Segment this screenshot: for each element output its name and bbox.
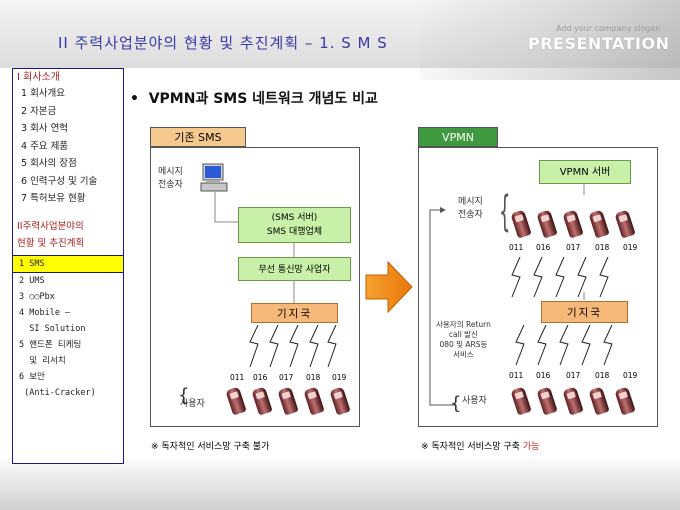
page-title: II 주력사업분야의 현황 및 추진계획 – 1. S M S: [58, 34, 388, 52]
vpmn-bottom-number-011: 011: [509, 371, 524, 380]
legacy-base-station-box: 기지국: [251, 303, 338, 323]
sidebar-item-products[interactable]: 4 주요 제품: [21, 140, 69, 152]
vpmn-server-box: VPMN 서버: [539, 160, 631, 184]
sidebar-item-ums[interactable]: 2 UMS: [19, 275, 45, 286]
svg-text:{: {: [499, 186, 510, 235]
legacy-number-019: 019: [332, 373, 347, 382]
vpmn-top-number-018: 018: [595, 243, 610, 252]
legacy-number-016: 016: [253, 373, 268, 382]
vpmn-note-highlight: 가능: [522, 442, 540, 452]
sidebar-section-business-line2: 현황 및 추진계획: [17, 237, 85, 249]
arrow-right-icon: [364, 260, 414, 318]
sidebar-section-business-line1: II주력사업분야의: [17, 220, 84, 232]
vpmn-sender-label: 메시지 전송자: [458, 197, 483, 220]
sidebar-item-mobile[interactable]: 4 Mobile –: [19, 307, 71, 318]
legacy-number-011: 011: [230, 373, 245, 382]
computer-icon: [200, 163, 230, 195]
sidebar-nav: I 회사소개 1 회사개요 2 자본금 3 회사 연혁 4 주요 제품 5 회사…: [12, 68, 124, 464]
vpmn-base-station-box: 기지국: [541, 301, 628, 323]
sidebar-item-mobile-cont[interactable]: SI Solution: [19, 323, 86, 334]
sidebar-item-history[interactable]: 3 회사 연혁: [21, 123, 69, 134]
carrier-box: 무선 통신망 사업자: [238, 257, 351, 281]
sidebar-item-overview[interactable]: 1 회사개요: [21, 88, 66, 99]
vpmn-bottom-number-017: 017: [566, 371, 581, 380]
vpmn-top-number-011: 011: [509, 243, 524, 252]
vpmn-bottom-number-018: 018: [595, 371, 610, 380]
legacy-note: ※ 독자적인 서비스망 구축 불가: [151, 442, 270, 452]
legacy-user-label: 사용자: [180, 399, 205, 409]
vpmn-bottom-number-019: 019: [623, 371, 638, 380]
legacy-number-017: 017: [279, 373, 294, 382]
sidebar-section-company[interactable]: I 회사소개: [17, 72, 60, 83]
legacy-sender-label: 메시지 전송자: [158, 167, 183, 190]
vpmn-user-label: 사용자: [462, 396, 487, 406]
sidebar-item-ticketing[interactable]: 5 핸드폰 티케팅: [19, 339, 82, 350]
vpmn-note: ※ 독자적인 서비스망 구축 가능: [421, 439, 539, 452]
legacy-sms-panel: [150, 147, 360, 427]
sidebar-item-ticketing-cont[interactable]: 및 리서치: [19, 355, 66, 366]
vpmn-bottom-number-016: 016: [536, 371, 551, 380]
sidebar-item-staff[interactable]: 6 인력구성 및 기술: [21, 175, 98, 187]
sidebar-section-business[interactable]: II주력사업분야의 현황 및 추진계획: [13, 208, 123, 255]
company-slogan: Add your company slogan: [556, 24, 661, 33]
vpmn-top-number-016: 016: [536, 243, 551, 252]
sidebar-item-strengths[interactable]: 5 회사의 장점: [21, 158, 77, 169]
legacy-connectors: {: [178, 192, 337, 406]
content-heading: • VPMN과 SMS 네트워크 개념도 비교: [130, 88, 378, 108]
vpmn-top-number-017: 017: [566, 243, 581, 252]
sidebar-item-security-cont[interactable]: (Anti-Cracker): [19, 387, 96, 398]
return-call-label: 사용자의 Return call 발신 080 및 ARS등 서비스: [436, 320, 491, 359]
legacy-number-018: 018: [306, 373, 321, 382]
heading-text: VPMN과 SMS 네트워크 개념도 비교: [148, 91, 378, 107]
sidebar-item-security[interactable]: 6 보안: [19, 371, 45, 382]
tab-legacy-sms: 기존 SMS: [150, 127, 246, 147]
sidebar-item-sms[interactable]: 1 SMS: [13, 254, 123, 273]
sidebar-item-patents[interactable]: 7 특허보유 현황: [21, 193, 86, 204]
tab-vpmn: VPMN: [418, 127, 498, 147]
vpmn-connectors: { {: [429, 184, 613, 414]
header-decoration: [420, 0, 680, 80]
sidebar-item-capital[interactable]: 2 자본금: [21, 105, 57, 117]
svg-text:{: {: [178, 385, 189, 406]
sidebar-item-pbx[interactable]: 3 ○○Pbx: [19, 291, 55, 302]
sms-server-box: (SMS 서버) SMS 대행업체: [238, 207, 351, 243]
brand-logo-text: PRESENTATION: [528, 34, 670, 53]
vpmn-top-number-019: 019: [623, 243, 638, 252]
vpmn-note-text: ※ 독자적인 서비스망 구축: [421, 442, 520, 452]
footer-background: [0, 455, 680, 510]
svg-text:{: {: [450, 393, 461, 414]
bullet-icon: •: [130, 91, 139, 107]
